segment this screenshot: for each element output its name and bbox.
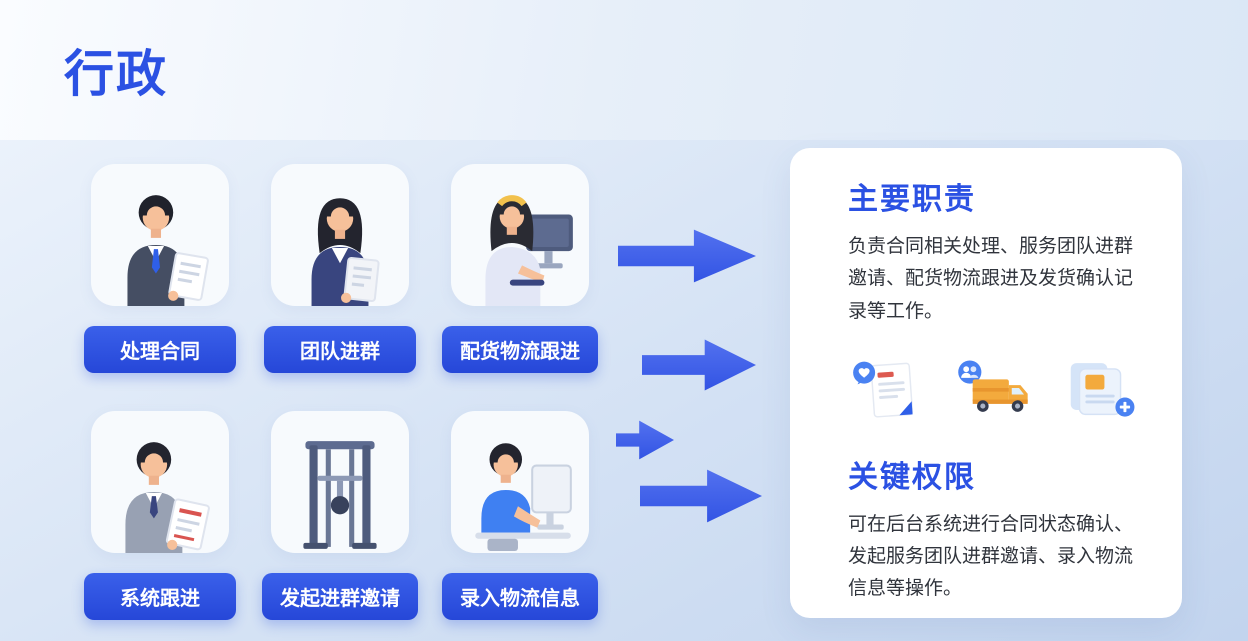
task-item: 录入物流信息 [430, 411, 610, 620]
illustration-card [451, 411, 589, 553]
task-label: 录入物流信息 [442, 573, 598, 620]
man-dark-suit-holding-contract-illustration [127, 195, 209, 306]
task-label: 系统跟进 [84, 573, 236, 620]
contract-heart-chat-icon [853, 361, 914, 418]
illustration-card [91, 411, 229, 553]
man-blue-shirt-at-computer-illustration [475, 443, 572, 551]
man-gray-suit-holding-checklist-illustration [125, 442, 210, 553]
illustration-card [271, 164, 409, 306]
responsibilities-title: 主要职责 [848, 183, 976, 216]
task-label: 处理合同 [84, 326, 236, 373]
documents-add-icon [1071, 362, 1135, 417]
task-item: 发起进群邀请 [250, 411, 430, 620]
info-panel: 主要职责 负责合同相关处理、服务团队进群邀请、配货物流跟进及发货确认记录等工作。 [790, 148, 1182, 618]
delivery-truck-team-icon [957, 360, 1028, 412]
feature-icon-row [848, 344, 1140, 432]
illustration-card [91, 164, 229, 306]
task-label: 团队进群 [264, 326, 416, 373]
task-label: 配货物流跟进 [442, 326, 598, 373]
illustration-card [271, 411, 409, 553]
task-item: 处理合同 [70, 164, 250, 373]
woman-blazer-holding-document-illustration [311, 198, 380, 306]
illustration-card [451, 164, 589, 306]
permissions-title: 关键权限 [848, 460, 976, 494]
gym-equipment-rack-illustration [303, 441, 377, 549]
woman-headband-at-computer-illustration [485, 195, 573, 306]
tasks-grid: 处理合同 [70, 164, 610, 620]
task-item: 配货物流跟进 [430, 164, 610, 373]
task-item: 团队进群 [250, 164, 430, 373]
permissions-body: 可在后台系统进行合同状态确认、发起服务团队进群邀请、录入物流信息等操作。 [848, 513, 1134, 600]
task-item: 系统跟进 [70, 411, 250, 620]
task-label: 发起进群邀请 [262, 573, 418, 620]
page-title: 行政 [64, 46, 168, 102]
responsibilities-body: 负责合同相关处理、服务团队进群邀请、配货物流跟进及发货确认记录等工作。 [848, 236, 1134, 322]
